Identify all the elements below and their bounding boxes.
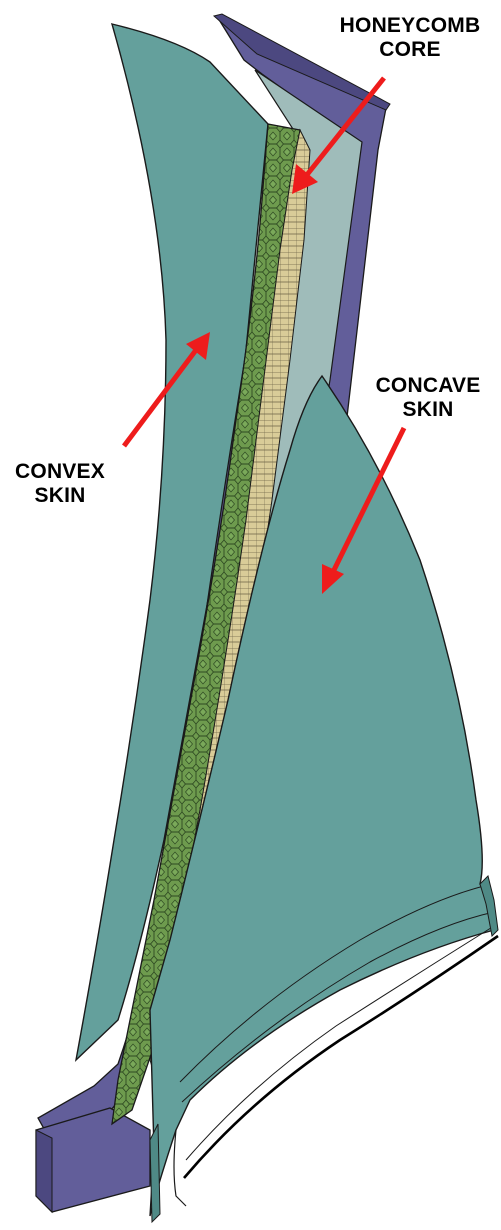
root-edge-line <box>174 1130 186 1206</box>
convex-skin-label: CONVEX SKIN <box>0 460 120 508</box>
honeycomb-label-line1: HONEYCOMB <box>320 14 500 38</box>
concave-skin-label: CONCAVE SKIN <box>358 374 498 422</box>
root-right-face <box>150 1124 160 1222</box>
concave-label-line1: CONCAVE <box>358 374 498 398</box>
honeycomb-label-line2: CORE <box>320 38 500 62</box>
root-block-left-face <box>36 1130 52 1212</box>
convex-label-line2: SKIN <box>0 484 120 508</box>
convex-label-line1: CONVEX <box>0 460 120 484</box>
honeycomb-core-label: HONEYCOMB CORE <box>320 14 500 62</box>
concave-label-line2: SKIN <box>358 398 498 422</box>
